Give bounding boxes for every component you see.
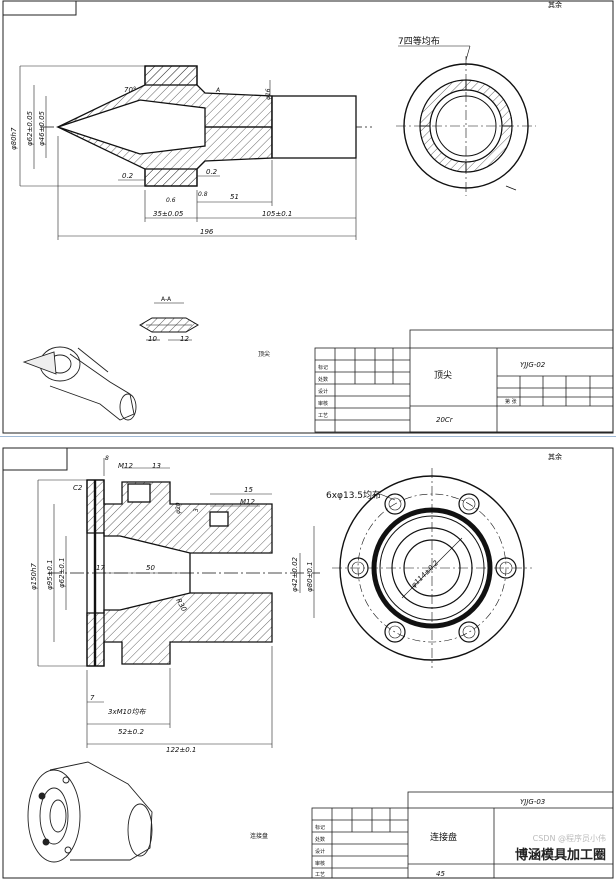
- sheet1-frame: [2, 0, 614, 434]
- dim-d2: φ62±0.05: [26, 110, 34, 146]
- dim-m12b: M12: [240, 498, 255, 506]
- sheet1-corner-box: [2, 0, 77, 16]
- sheet1-title-block: [314, 329, 614, 433]
- sheet1-drawing: 其余 φ80h7 φ62±0.05 φ4: [2, 0, 614, 434]
- sheet2-corner-box: [2, 447, 68, 471]
- dim-m8: 8: [105, 455, 109, 462]
- dim-m13: 13: [152, 462, 161, 470]
- section-aa: [139, 302, 199, 341]
- tb1-row-3: 审核: [318, 400, 328, 407]
- tb1-name: 顶尖: [434, 369, 452, 381]
- watermark-faint: CSDN @程序员小伟: [532, 834, 606, 843]
- drawing-sheet-2: 其余 8 M12 13 C2 φ20: [0, 440, 616, 881]
- tb2-row-2: 设计: [315, 848, 325, 855]
- tb2-row-3: 审核: [315, 860, 325, 867]
- tip-iso-sketch: [22, 346, 137, 421]
- dim-len51: 51: [230, 193, 239, 201]
- flange-face-view: [332, 468, 532, 668]
- note-uniform-holes: 7四等均布: [398, 35, 440, 47]
- dim-len17: 17: [96, 564, 105, 572]
- tb1-row-2: 设计: [318, 388, 328, 395]
- watermark: CSDN @程序员小伟 博涵模具加工圈: [515, 833, 606, 863]
- tb1-row-4: 工艺: [318, 413, 328, 419]
- sheet2-corner-mark: 其余: [548, 452, 562, 461]
- tb1-material: 20Cr: [436, 416, 454, 424]
- tb1-row-0: 标记: [318, 364, 328, 371]
- dim-d80: φ80±0.1: [306, 561, 314, 592]
- tip-dimensions: [19, 65, 357, 240]
- dim-m12a: M12: [118, 462, 133, 470]
- dim-s10: 10: [148, 335, 157, 343]
- tb2-name: 连接盘: [430, 831, 457, 843]
- flange-dimensions: [37, 458, 315, 748]
- tip-side-view: [396, 45, 536, 196]
- sheet2-drawing: 其余 8 M12 13 C2 φ20: [2, 447, 614, 879]
- dim-len50: 50: [146, 564, 155, 572]
- sheet2-title-block: [311, 791, 614, 879]
- tb2-drawing-no: YJJG-03: [520, 798, 545, 806]
- section-label: A-A: [161, 296, 172, 303]
- dim-len122: 122±0.1: [166, 746, 196, 754]
- dim-angle: 70°: [124, 86, 136, 94]
- sheet1-corner-mark: 其余: [548, 0, 562, 9]
- tb1-drawing-no: YJJG-02: [520, 361, 546, 369]
- tb2-row-0: 标记: [315, 824, 325, 831]
- dim-flange-inner: φ95±0.1: [46, 559, 54, 590]
- tb2-row-4: 工艺: [315, 872, 325, 878]
- dim-g2: 0.2: [206, 168, 218, 176]
- tb2-row-1: 处数: [315, 836, 325, 843]
- dim-len105: 105±0.1: [262, 210, 292, 218]
- tb1-row-1: 处数: [318, 376, 328, 383]
- dim-c2: C2: [73, 484, 83, 492]
- flange-iso-sketch: [27, 761, 153, 863]
- dim-g1: 0.2: [122, 172, 134, 180]
- dim-d4: φ16: [265, 88, 272, 100]
- note-tap: 3xM10均布: [108, 708, 147, 716]
- dim-d15: 15: [244, 486, 253, 494]
- tb2-material: 45: [436, 870, 445, 878]
- drawing-sheet-1: 其余 φ80h7 φ62±0.05 φ4: [0, 0, 616, 437]
- dim-s12: 12: [180, 335, 189, 343]
- flange-main-view: [48, 479, 320, 667]
- tb1-sheet-label: 第 张: [505, 398, 517, 405]
- dim-d20: φ20: [175, 502, 182, 514]
- sheet2-part-label: 连接盘: [250, 832, 268, 840]
- dim-small: 0.8: [198, 191, 208, 198]
- dim-d3: 3: [193, 508, 200, 512]
- dim-len52: 52±0.2: [118, 728, 144, 736]
- sheet2-frame: [2, 447, 614, 879]
- dim-pcd: φ114±0.2: [410, 559, 441, 590]
- watermark-main: 博涵模具加工圈: [514, 848, 606, 863]
- dim-a-label: A: [215, 87, 220, 94]
- dim-d-outer: φ80h7: [10, 127, 18, 150]
- dim-len196: 196: [200, 228, 214, 236]
- note-holes: 6xφ13.5均布: [326, 489, 381, 501]
- dim-flange-outer: φ150h7: [30, 563, 38, 590]
- dim-d3: φ46±0.05: [38, 110, 46, 146]
- dim-g3: 0.6: [166, 197, 176, 204]
- dim-d42: φ42±0.02: [291, 556, 299, 592]
- dim-len35: 35±0.05: [153, 210, 184, 218]
- tip-main-view: [40, 65, 372, 187]
- sheet1-part-label: 顶尖: [258, 350, 270, 358]
- dim-h7: 7: [90, 694, 95, 702]
- dim-flange-small: φ62±0.1: [58, 557, 66, 588]
